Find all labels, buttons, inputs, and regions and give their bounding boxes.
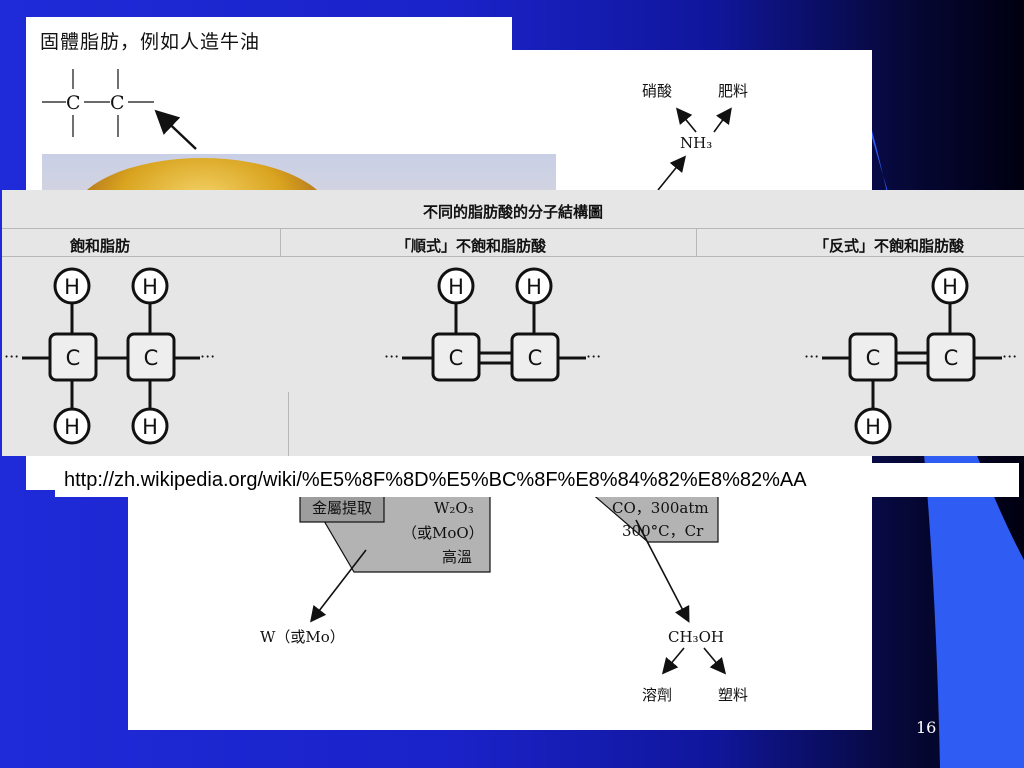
svg-text:···: ··· — [4, 347, 19, 366]
page-number: 16 — [916, 718, 937, 737]
label-w2o3: W₂O₃ — [434, 499, 474, 517]
svg-text:···: ··· — [200, 347, 215, 366]
fat-panel-title: 固體脂肪，例如人造牛油 — [40, 31, 261, 53]
arrow-to-ch3oh — [635, 519, 690, 623]
fatty-acid-structure-table: 不同的脂肪酸的分子結構圖 飽和脂肪 「順式」不飽和脂肪酸 「反式」不飽和脂肪酸 … — [2, 190, 1024, 456]
svg-text:···: ··· — [384, 347, 399, 366]
label-plastic: 塑料 — [718, 686, 748, 704]
label-or-moo: （或MoO） — [402, 524, 484, 542]
label-w-or-mo: W（或Mo） — [260, 628, 345, 646]
arrow-to-solvent — [661, 647, 685, 675]
atom-h: H — [526, 275, 542, 299]
arrow-to-fertilizer — [713, 107, 732, 133]
column-header-saturated: 飽和脂肪 — [70, 237, 131, 255]
label-metal-extraction: 金屬提取 — [312, 499, 372, 517]
svg-text:···: ··· — [804, 347, 819, 366]
atom-c: C — [144, 346, 159, 370]
atom-h: H — [64, 275, 80, 299]
label-temp-catalyst: 300°C，Cr — [622, 522, 704, 540]
arrow-to-w-or-mo — [310, 549, 367, 623]
atom-h: H — [942, 275, 958, 299]
atom-h: H — [448, 275, 464, 299]
column-header-cis: 「順式」不飽和脂肪酸 — [396, 237, 547, 255]
atom-h: H — [142, 275, 158, 299]
source-url: http://zh.wikipedia.org/wiki/%E5%8F%8D%E… — [55, 463, 1019, 497]
atom-c: C — [449, 346, 464, 370]
arrow-to-plastic — [703, 647, 727, 675]
svg-text:···: ··· — [1002, 347, 1017, 366]
label-solvent: 溶劑 — [642, 686, 672, 704]
label-co-conditions: CO，300atm — [612, 499, 709, 517]
trans-unsaturated-molecule: ··· ··· H H C C — [804, 267, 1017, 445]
label-fertilizer-top: 肥料 — [718, 82, 748, 100]
atom-h: H — [142, 415, 158, 439]
arrow-to-nh3 — [657, 155, 687, 191]
carbon-label-2: C — [110, 92, 125, 114]
label-ch3oh: CH₃OH — [668, 628, 724, 646]
table-title: 不同的脂肪酸的分子結構圖 — [422, 203, 603, 221]
cis-unsaturated-molecule: ··· ··· H H C C — [384, 267, 601, 382]
label-nh3: NH₃ — [680, 134, 712, 152]
atom-c: C — [944, 346, 959, 370]
arrow-from-photo — [154, 109, 197, 150]
saturated-fat-molecule: ··· ··· H H H H C C — [4, 267, 215, 445]
arrow-to-nitric-acid — [675, 107, 697, 133]
column-header-trans: 「反式」不飽和脂肪酸 — [814, 237, 965, 255]
label-nitric-acid: 硝酸 — [642, 82, 672, 100]
svg-text:···: ··· — [586, 347, 601, 366]
atom-h: H — [64, 415, 80, 439]
carbon-label-1: C — [66, 92, 81, 114]
atom-c: C — [866, 346, 881, 370]
atom-h: H — [865, 415, 881, 439]
atom-c: C — [66, 346, 81, 370]
atom-c: C — [528, 346, 543, 370]
label-high-temp: 高溫 — [442, 548, 472, 566]
